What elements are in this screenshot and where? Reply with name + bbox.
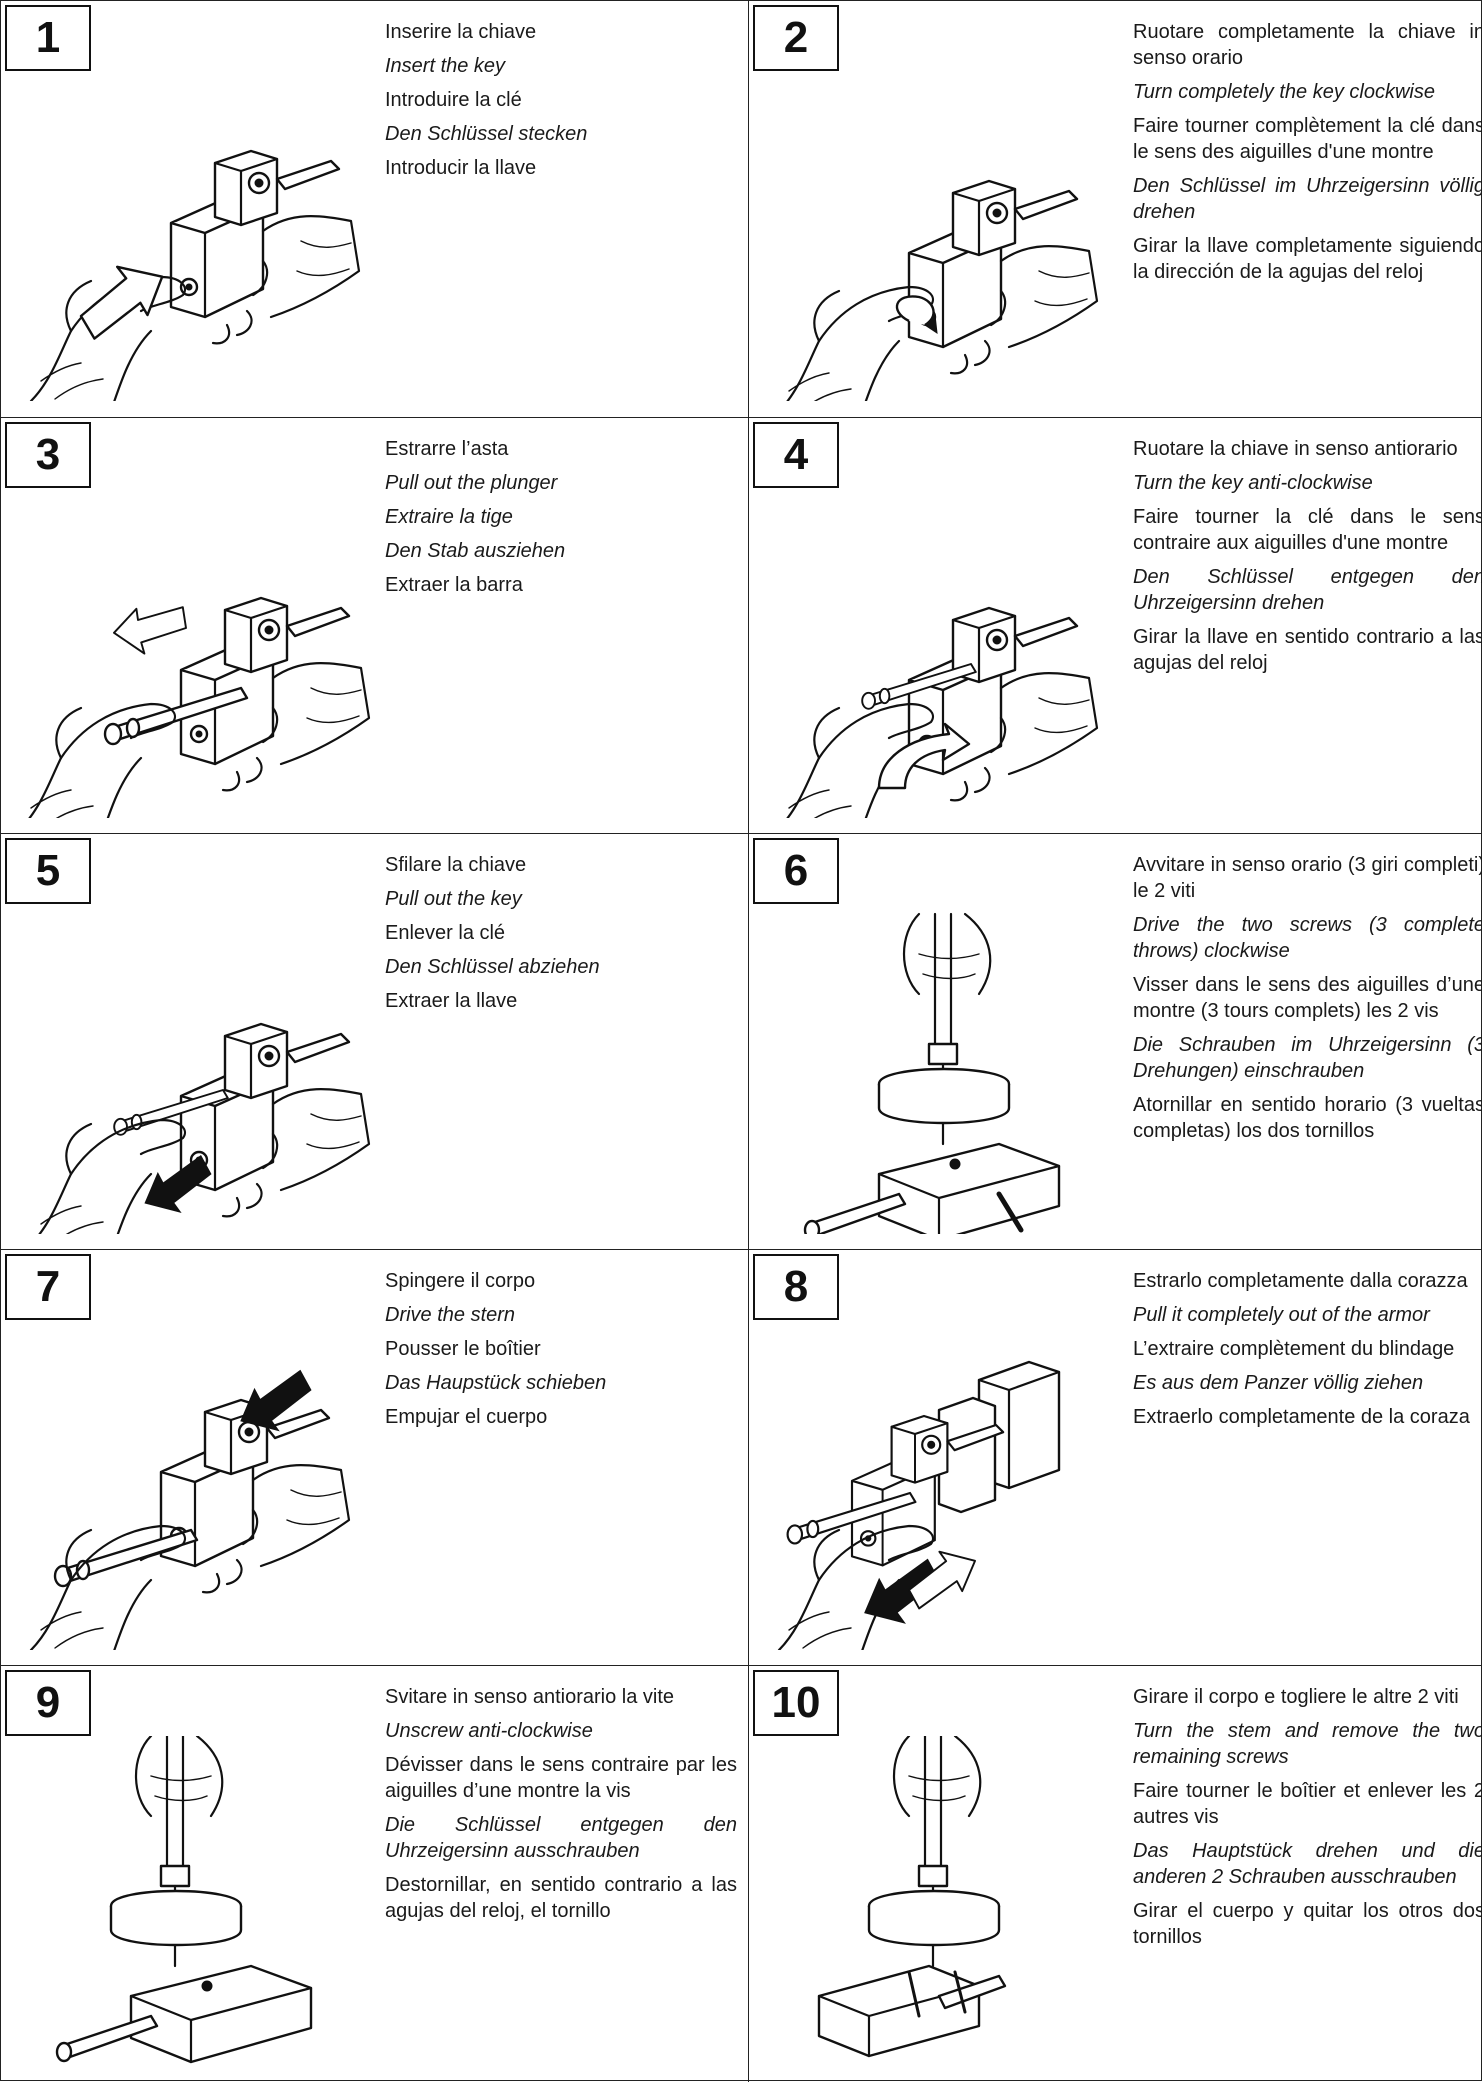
text-en: Pull out the plunger [385, 470, 737, 496]
text-de: Es aus dem Panzer völlig ziehen [1133, 1370, 1482, 1396]
text-es: Atornillar en sentido horario (3 vueltas… [1133, 1092, 1482, 1144]
text-es: Introducir la llave [385, 155, 737, 181]
step-9-panel: 9 Svitare in senso antiorario la vite Un… [1, 1666, 748, 2082]
pull-out-of-armor-illustration [759, 1320, 1119, 1650]
text-de: Den Stab ausziehen [385, 538, 737, 564]
text-de: Den Schlüssel entgegen den Uhrzeigersinn… [1133, 564, 1482, 616]
text-it: Ruotare completamente la chiave in senso… [1133, 19, 1482, 71]
step-3-panel: 3 Estrarre l’asta Pull out the plunger E… [1, 418, 748, 833]
pull-out-plunger-illustration [11, 488, 371, 818]
step-number: 7 [5, 1254, 91, 1320]
step-text: Girare il corpo e togliere le altre 2 vi… [1133, 1684, 1482, 1958]
text-de: Das Hauptstück drehen und die anderen 2 … [1133, 1838, 1482, 1890]
text-it: Spingere il corpo [385, 1268, 737, 1294]
text-fr: Dévisser dans le sens contraire par les … [385, 1752, 737, 1804]
step-1-panel: 1 Inserire la chiave Insert the key Intr… [1, 1, 748, 417]
text-de: Den Schlüssel abziehen [385, 954, 737, 980]
turn-key-anticlockwise-illustration [759, 488, 1119, 818]
step-text: Inserire la chiave Insert the key Introd… [385, 19, 737, 189]
text-fr: Faire tourner le boîtier et enlever les … [1133, 1778, 1482, 1830]
unscrew-anticlockwise-illustration [11, 1736, 371, 2066]
text-it: Estrarlo completamente dalla corazza [1133, 1268, 1482, 1294]
turn-key-clockwise-illustration [759, 71, 1119, 401]
text-en: Turn the key anti-clockwise [1133, 470, 1482, 496]
step-text: Ruotare completamente la chiave in senso… [1133, 19, 1482, 293]
text-es: Extraer la barra [385, 572, 737, 598]
text-de: Das Haupstück schieben [385, 1370, 737, 1396]
text-es: Destornillar, en sentido contrario a las… [385, 1872, 737, 1924]
text-es: Girar la llave en sentido contrario a la… [1133, 624, 1482, 676]
text-fr: Enlever la clé [385, 920, 737, 946]
text-fr: Visser dans le sens des aiguilles d’une … [1133, 972, 1482, 1024]
step-5-panel: 5 Sfilare la chiave Pull out the key Enl… [1, 834, 748, 1249]
text-de: Die Schrauben im Uhrzeigersinn (3 Drehun… [1133, 1032, 1482, 1084]
step-number: 6 [753, 838, 839, 904]
text-fr: L’extraire complètement du blindage [1133, 1336, 1482, 1362]
text-es: Empujar el cuerpo [385, 1404, 737, 1430]
text-fr: Introduire la clé [385, 87, 737, 113]
step-number: 9 [5, 1670, 91, 1736]
text-fr: Faire tourner la clé dans le sens contra… [1133, 504, 1482, 556]
step-number: 8 [753, 1254, 839, 1320]
insert-key-illustration [11, 71, 371, 401]
text-es: Extraerlo completamente de la coraza [1133, 1404, 1482, 1430]
step-number: 1 [5, 5, 91, 71]
text-it: Avvitare in senso orario (3 giri complet… [1133, 852, 1482, 904]
pull-out-key-illustration [11, 904, 371, 1234]
step-text: Avvitare in senso orario (3 giri complet… [1133, 852, 1482, 1152]
text-it: Svitare in senso antiorario la vite [385, 1684, 737, 1710]
step-number: 5 [5, 838, 91, 904]
step-number: 10 [753, 1670, 839, 1736]
text-de: Den Schlüssel im Uhrzeigersinn völlig dr… [1133, 173, 1482, 225]
step-6-panel: 6 Avvitare in senso orario (3 giri compl… [749, 834, 1482, 1249]
text-it: Ruotare la chiave in senso antiorario [1133, 436, 1482, 462]
text-it: Sfilare la chiave [385, 852, 737, 878]
step-text: Estrarre l’asta Pull out the plunger Ext… [385, 436, 737, 606]
step-number: 3 [5, 422, 91, 488]
step-text: Spingere il corpo Drive the stern Pousse… [385, 1268, 737, 1438]
text-it: Estrarre l’asta [385, 436, 737, 462]
text-fr: Pousser le boîtier [385, 1336, 737, 1362]
text-en: Unscrew anti-clockwise [385, 1718, 737, 1744]
step-10-panel: 10 Girare il corpo e togliere le altre 2… [749, 1666, 1482, 2082]
step-number: 4 [753, 422, 839, 488]
step-text: Svitare in senso antiorario la vite Unsc… [385, 1684, 737, 1932]
text-de: Den Schlüssel stecken [385, 121, 737, 147]
text-it: Girare il corpo e togliere le altre 2 vi… [1133, 1684, 1482, 1710]
text-es: Girar el cuerpo y quitar los otros dos t… [1133, 1898, 1482, 1950]
text-es: Girar la llave completamente siguiendo l… [1133, 233, 1482, 285]
text-en: Drive the two screws (3 complete throws)… [1133, 912, 1482, 964]
remove-remaining-screws-illustration [759, 1736, 1119, 2066]
step-8-panel: 8 Estrarlo completamente dalla corazza P… [749, 1250, 1482, 1665]
step-7-panel: 7 Spingere il corpo Drive the stern Pous… [1, 1250, 748, 1665]
drive-stern-illustration [11, 1320, 371, 1650]
text-en: Pull out the key [385, 886, 737, 912]
text-en: Turn the stem and remove the two remaini… [1133, 1718, 1482, 1770]
text-es: Extraer la llave [385, 988, 737, 1014]
step-number: 2 [753, 5, 839, 71]
text-en: Drive the stern [385, 1302, 737, 1328]
step-text: Sfilare la chiave Pull out the key Enlev… [385, 852, 737, 1022]
text-it: Inserire la chiave [385, 19, 737, 45]
text-en: Pull it completely out of the armor [1133, 1302, 1482, 1328]
text-en: Insert the key [385, 53, 737, 79]
step-4-panel: 4 Ruotare la chiave in senso antiorario … [749, 418, 1482, 833]
step-text: Estrarlo completamente dalla corazza Pul… [1133, 1268, 1482, 1438]
step-text: Ruotare la chiave in senso antiorario Tu… [1133, 436, 1482, 684]
text-fr: Faire tourner complètement la clé dans l… [1133, 113, 1482, 165]
text-en: Turn completely the key clockwise [1133, 79, 1482, 105]
text-de: Die Schlüssel entgegen den Uhrzeigersinn… [385, 1812, 737, 1864]
step-2-panel: 2 Ruotare completamente la chiave in sen… [749, 1, 1482, 417]
text-fr: Extraire la tige [385, 504, 737, 530]
drive-screws-illustration [759, 904, 1119, 1234]
